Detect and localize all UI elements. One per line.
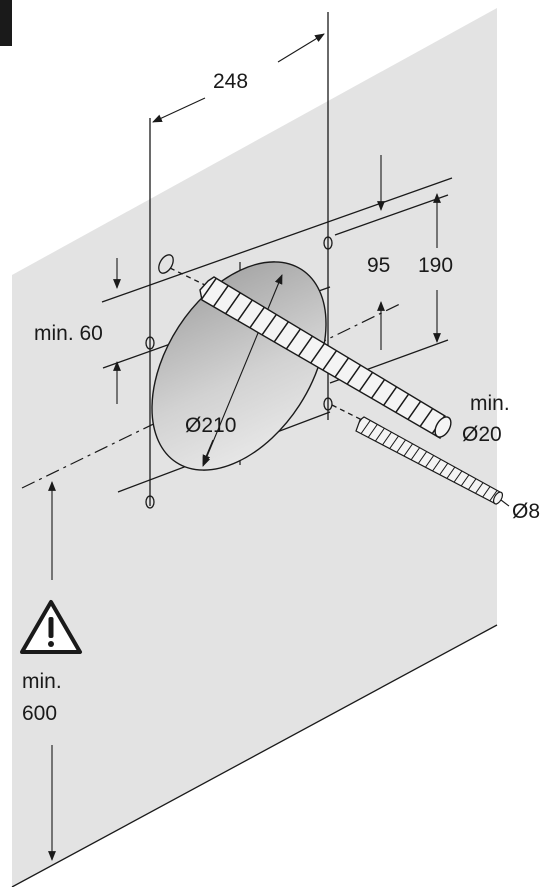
corner-tab	[0, 0, 12, 46]
width-arrow-right	[277, 33, 325, 63]
core-diameter-label-arrow	[202, 439, 214, 465]
floor-value-label: 600	[22, 702, 57, 725]
floor-line	[11, 624, 498, 887]
fixing-hole-mid-left	[145, 336, 155, 350]
top-offset-label: 95	[367, 254, 390, 277]
fixing-hole-top-right	[323, 236, 333, 250]
small-drill-path	[331, 404, 363, 421]
min-side-label: min. 60	[34, 322, 103, 345]
fixing-hole-top-left	[158, 254, 174, 274]
height-spacing-label: 190	[418, 254, 453, 277]
fixing-hole-bottom-left	[145, 495, 155, 509]
top-hole-line	[101, 177, 453, 303]
width-arrow-left	[152, 97, 206, 123]
large-drill-diameter-label: Ø20	[462, 423, 502, 446]
small-drill-leader	[500, 499, 510, 507]
small-drill-diameter-label: Ø8	[512, 500, 540, 523]
large-drill-bit	[199, 276, 452, 440]
upper-reference-line	[334, 194, 449, 236]
core-diameter-arrow	[202, 274, 283, 467]
floor-min-label: min.	[22, 670, 62, 693]
center-dashdot-line	[21, 302, 403, 489]
core-diameter-label: Ø210	[185, 414, 236, 437]
fixing-hole-mid-right	[323, 397, 333, 411]
large-drill-path	[169, 267, 206, 286]
small-drill-bit	[355, 416, 504, 505]
width-spacing-label: 248	[213, 70, 248, 93]
warning-triangle-icon	[20, 600, 82, 654]
large-drill-min-label: min.	[470, 392, 510, 415]
